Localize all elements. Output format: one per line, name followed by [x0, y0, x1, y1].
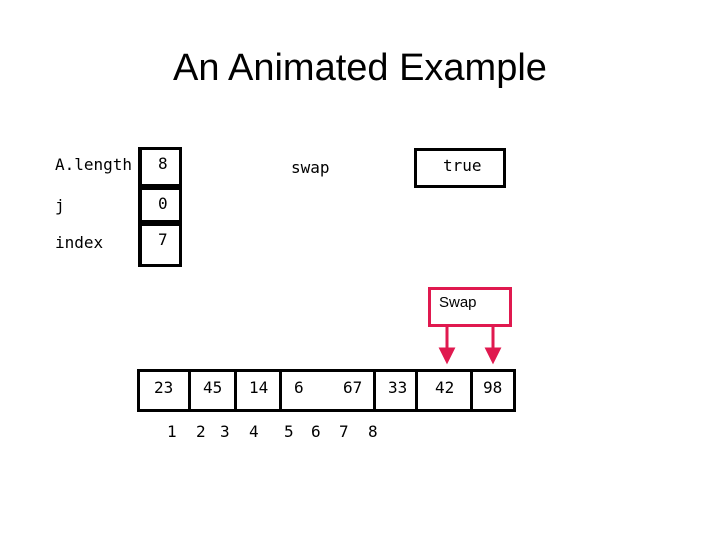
array-index: 3	[220, 422, 230, 441]
array-value: 23	[154, 378, 174, 397]
var-label-length: A.length	[55, 155, 133, 174]
array-value: 6	[294, 378, 304, 397]
array-index: 2	[196, 422, 206, 441]
array-index: 5	[284, 422, 294, 441]
array-value: 98	[483, 378, 503, 397]
var-value-j: 0	[158, 194, 168, 213]
var-value-index: 7	[158, 230, 168, 249]
array-value: 42	[435, 378, 455, 397]
var-box-index: 7	[138, 223, 182, 267]
array-index: 4	[249, 422, 259, 441]
var-label-j: j	[55, 196, 65, 215]
array-cell: 23	[140, 372, 188, 409]
array-cell: 33	[373, 372, 415, 409]
array-box: 23 45 14 6 33 42 98 67	[137, 369, 516, 412]
array-index: 1	[167, 422, 177, 441]
swap-callout: Swap	[428, 287, 512, 327]
array-cell-swapped-a: 42	[415, 372, 470, 409]
array-index: 7	[339, 422, 349, 441]
array-cell-swapped-b: 98	[470, 372, 513, 409]
swap-callout-label: Swap	[439, 294, 477, 311]
var-label-index: index	[55, 233, 104, 252]
array-cell: 6	[279, 372, 373, 409]
array-value: 33	[388, 378, 408, 397]
array-cell: 14	[234, 372, 279, 409]
swap-box: true	[414, 148, 506, 188]
array-index: 6	[311, 422, 321, 441]
array-value-5: 67	[343, 378, 363, 397]
swap-label: swap	[291, 158, 330, 177]
var-box-j: 0	[138, 187, 182, 223]
var-value-length: 8	[158, 154, 168, 173]
array-index: 8	[368, 422, 378, 441]
slide-title: An Animated Example	[173, 47, 547, 89]
array-value: 45	[203, 378, 223, 397]
swap-arrow-right-head	[484, 347, 502, 365]
array-value: 14	[249, 378, 269, 397]
var-box-length: 8	[138, 147, 182, 187]
swap-arrow-left-head	[438, 347, 456, 365]
swap-value: true	[443, 156, 482, 175]
array-cell: 45	[188, 372, 234, 409]
